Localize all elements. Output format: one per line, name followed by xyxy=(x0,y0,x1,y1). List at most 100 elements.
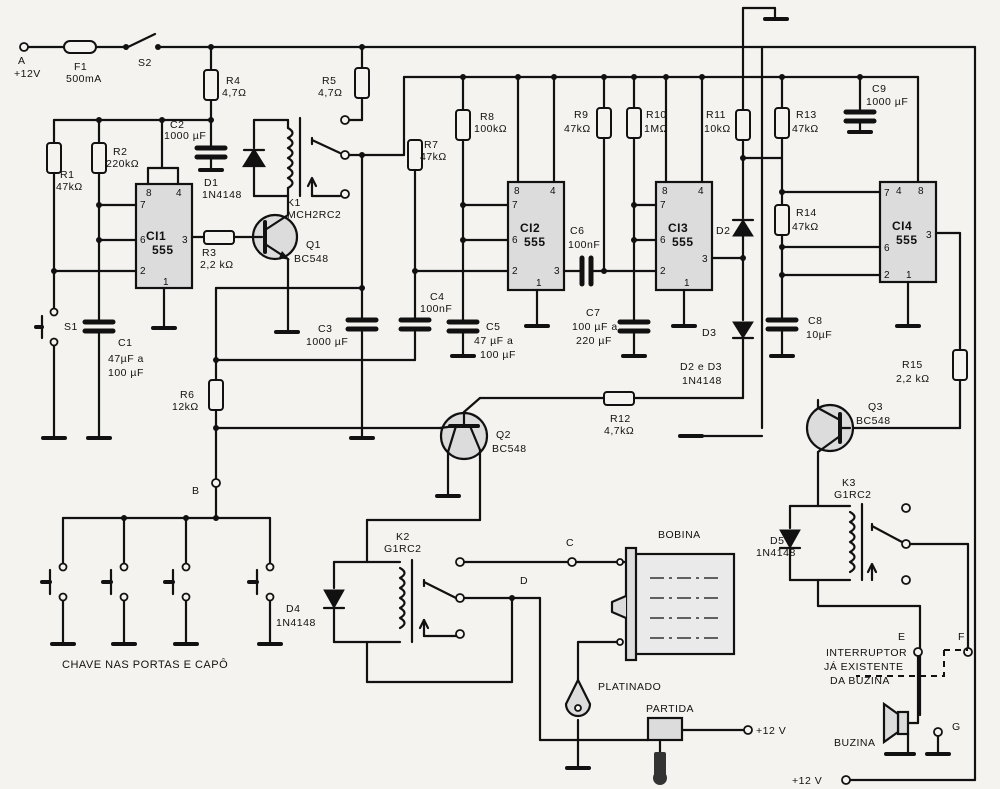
c8-value: 10µF xyxy=(806,329,832,341)
svg-text:7: 7 xyxy=(140,200,146,211)
switch-s2-label: S2 xyxy=(138,57,152,69)
svg-text:2: 2 xyxy=(512,266,518,277)
r3-name: R3 xyxy=(202,247,216,259)
svg-text:555: 555 xyxy=(896,233,918,247)
transistor-q2 xyxy=(435,396,489,498)
r2-name: R2 xyxy=(113,146,127,158)
d5-type: 1N4148 xyxy=(756,547,796,559)
node-a-terminal xyxy=(19,42,29,52)
r10-value: 1MΩ xyxy=(644,123,668,135)
r11-name: R11 xyxy=(706,109,726,121)
resistor-r4 xyxy=(203,69,219,101)
svg-text:2: 2 xyxy=(884,270,890,281)
plus12-bottom-terminal xyxy=(841,775,851,785)
horn-switch-label-3: DA BUZINA xyxy=(830,675,890,687)
horn-icon xyxy=(882,701,920,756)
r1-name: R1 xyxy=(60,169,74,181)
c1-value2: 100 µF xyxy=(108,367,144,379)
svg-text:1: 1 xyxy=(906,270,912,281)
d4-type: 1N4148 xyxy=(276,617,316,629)
q1-type: BC548 xyxy=(294,253,329,265)
r12-value: 4,7kΩ xyxy=(604,425,634,437)
resistor-r11 xyxy=(735,109,751,141)
svg-text:555: 555 xyxy=(672,235,694,249)
q2-name: Q2 xyxy=(496,429,511,441)
svg-text:4: 4 xyxy=(896,186,902,197)
d3-name: D3 xyxy=(702,327,716,339)
c3-value: 1000 µF xyxy=(306,336,348,348)
r7-name: R7 xyxy=(424,139,438,151)
svg-text:6: 6 xyxy=(140,235,146,246)
r6-name: R6 xyxy=(180,389,194,401)
r10-name: R10 xyxy=(646,109,667,121)
c8-name: C8 xyxy=(808,315,822,327)
c2-value: 1000 µF xyxy=(164,130,206,142)
resistor-r13 xyxy=(774,107,790,139)
k3-type: G1RC2 xyxy=(834,489,872,501)
ic-ci2: CI2 555 8 4 7 6 2 1 3 xyxy=(506,180,566,292)
horn-switch-label-1: INTERRUPTOR xyxy=(826,647,907,659)
c7-value1: 100 µF a xyxy=(572,321,618,333)
node-d-label: D xyxy=(520,575,528,587)
svg-text:1: 1 xyxy=(536,278,542,289)
ignition-key-icon xyxy=(653,752,667,785)
door-switches-label: CHAVE NAS PORTAS E CAPÔ xyxy=(62,658,228,671)
svg-text:8: 8 xyxy=(662,186,668,197)
r13-name: R13 xyxy=(796,109,817,121)
node-e-terminal xyxy=(913,647,923,657)
c4-name: C4 xyxy=(430,291,444,303)
fuse-value: 500mA xyxy=(66,73,102,85)
svg-text:6: 6 xyxy=(512,235,518,246)
c3-name: C3 xyxy=(318,323,332,335)
k3-name: K3 xyxy=(842,477,856,489)
r5-value: 4,7Ω xyxy=(318,87,342,99)
start-voltage-label: +12 V xyxy=(756,725,786,737)
coil-label: BOBINA xyxy=(658,529,701,541)
q3-name: Q3 xyxy=(868,401,883,413)
node-g-label: G xyxy=(952,721,961,733)
c5-name: C5 xyxy=(486,321,500,333)
k1-type: MCH2RC2 xyxy=(287,209,341,221)
fuse-f1 xyxy=(63,40,97,54)
svg-text:8: 8 xyxy=(918,186,924,197)
node-e-label: E xyxy=(898,631,906,643)
node-c-terminal xyxy=(567,557,577,567)
q2-type: BC548 xyxy=(492,443,527,455)
ic-ci4: CI4 555 7 4 8 6 2 1 3 xyxy=(878,180,938,284)
r15-name: R15 xyxy=(902,359,923,371)
q3-type: BC548 xyxy=(856,415,891,427)
ci1-name: CI1 xyxy=(146,229,166,243)
d4-name: D4 xyxy=(286,603,300,615)
resistor-r6 xyxy=(208,379,224,411)
r15-value: 2,2 kΩ xyxy=(896,373,930,385)
svg-text:7: 7 xyxy=(512,200,518,211)
relay-k2 xyxy=(322,518,570,684)
ci1-type: 555 xyxy=(152,243,174,257)
s1-name: S1 xyxy=(64,321,78,333)
contact-breaker xyxy=(564,640,592,770)
c4-value: 100nF xyxy=(420,303,452,315)
svg-text:1: 1 xyxy=(163,277,169,288)
node-c-label: C xyxy=(566,537,574,549)
svg-text:3: 3 xyxy=(702,254,708,265)
r9-name: R9 xyxy=(574,109,588,121)
r9-value: 47kΩ xyxy=(564,123,591,135)
ic-ci1: CI1 555 8 4 7 6 3 2 1 xyxy=(134,182,194,290)
d2-name: D2 xyxy=(716,225,730,237)
c6-value: 100nF xyxy=(568,239,600,251)
diode-d1 xyxy=(242,147,266,168)
c5-value2: 100 µF xyxy=(480,349,516,361)
svg-text:6: 6 xyxy=(884,243,890,254)
node-f-label: F xyxy=(958,631,965,643)
c5-value1: 47 µF a xyxy=(474,335,513,347)
r2-value: 220kΩ xyxy=(106,158,139,170)
svg-text:4: 4 xyxy=(698,186,704,197)
resistor-r10 xyxy=(626,107,642,139)
door-switches xyxy=(40,515,283,646)
svg-text:7: 7 xyxy=(660,200,666,211)
horn-switch-label-2: JÁ EXISTENTE xyxy=(824,660,904,673)
ic-ci3: CI3 555 8 4 7 6 2 1 3 xyxy=(654,180,714,292)
diode-d3 xyxy=(732,321,754,339)
q1-name: Q1 xyxy=(306,239,321,251)
node-b-label: B xyxy=(192,485,200,497)
